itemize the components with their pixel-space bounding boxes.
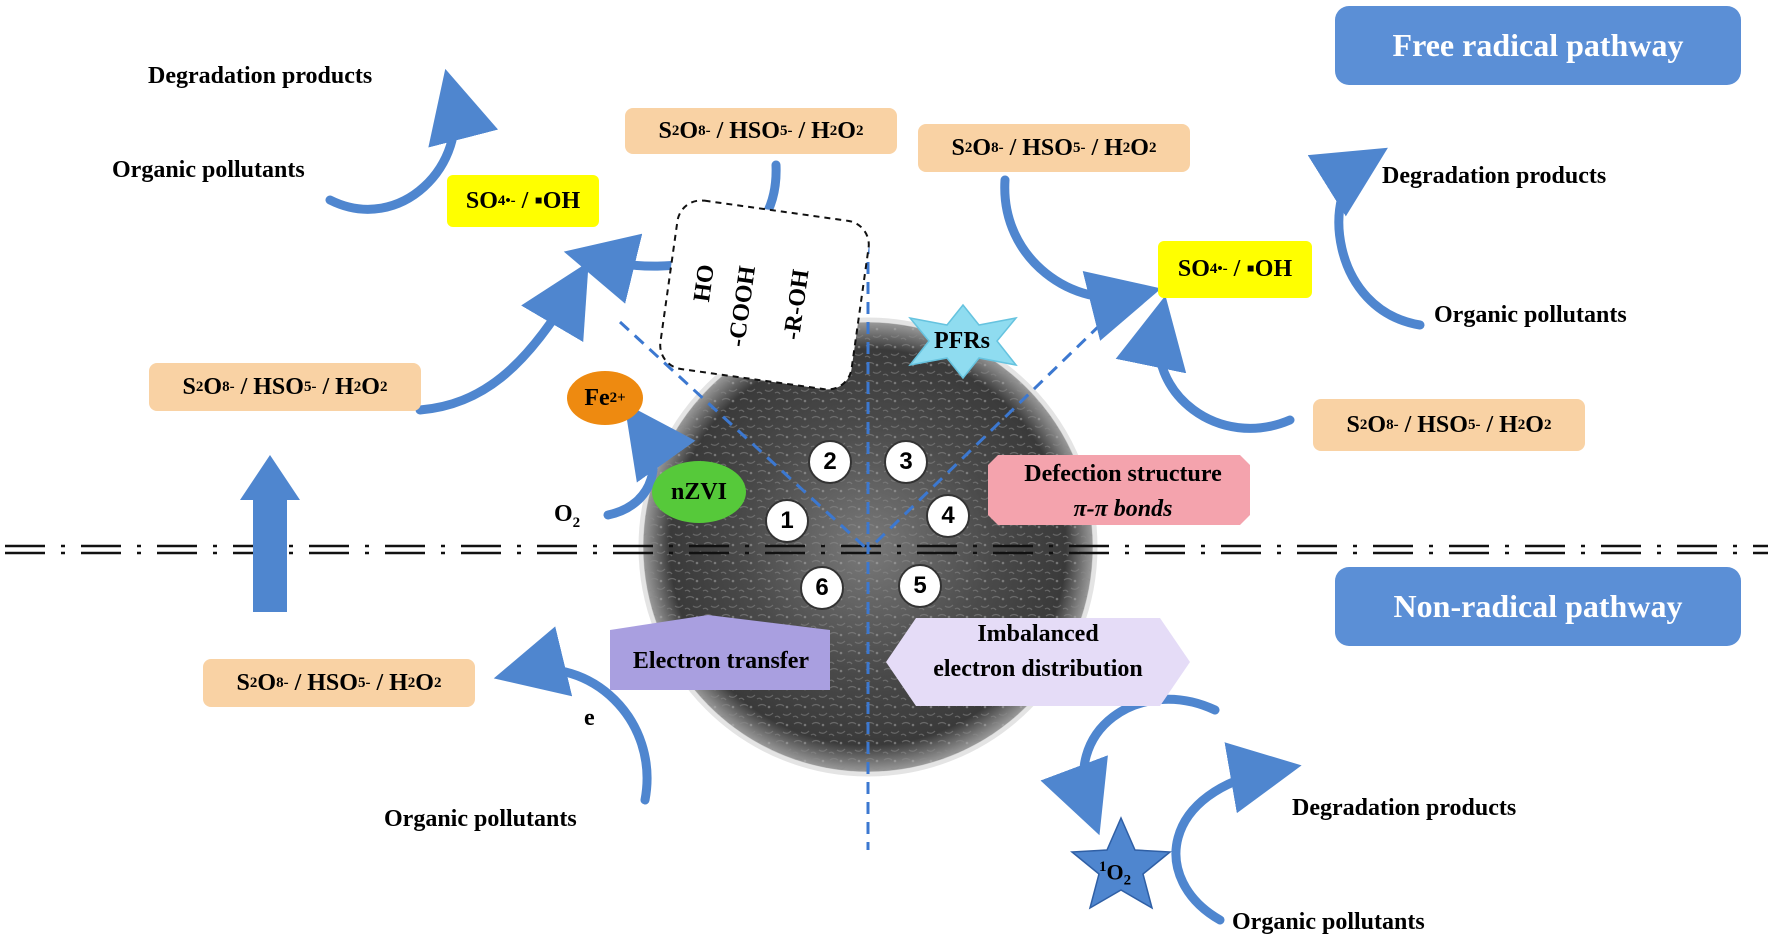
imbalanced-arrow-shape xyxy=(886,618,1190,706)
marker-6: 6 xyxy=(800,566,844,610)
degradation-products-topright: Degradation products xyxy=(1382,163,1607,189)
pfrs-label: PFRs xyxy=(934,328,990,354)
arrow-bottomright-pollutant-degradation xyxy=(1171,742,1302,925)
free-radical-pathway-label: Free radical pathway xyxy=(1335,6,1741,85)
arrow-bottomleft-electron xyxy=(493,626,652,805)
degradation-products-bottomright: Degradation products xyxy=(1292,795,1517,821)
marker-3: 3 xyxy=(884,440,928,484)
functional-group-ho: HO xyxy=(689,262,720,304)
electron-label: e xyxy=(584,705,595,731)
o2-label: O2 xyxy=(554,501,581,531)
defection-line2: π-π bonds xyxy=(1073,496,1173,522)
pathway-separator xyxy=(5,544,1768,555)
marker-1: 1 xyxy=(765,499,809,543)
organic-pollutants-topright: Organic pollutants xyxy=(1434,302,1627,328)
fe-oval xyxy=(567,371,643,425)
organic-pollutants-bottomleft: Organic pollutants xyxy=(384,806,577,832)
arrow-rightmid-oxidant-radical xyxy=(1115,295,1295,433)
flow-arrows xyxy=(325,68,1425,925)
nzvi-label: nZVI xyxy=(670,478,728,505)
defection-box xyxy=(988,455,1250,525)
imbalanced-line1: Imbalanced xyxy=(977,621,1099,647)
sector-lines xyxy=(618,242,1102,850)
organic-pollutants-topleft: Organic pollutants xyxy=(112,157,305,183)
functional-group-box xyxy=(659,199,870,391)
marker-2: 2 xyxy=(808,440,852,484)
nzvi-oval xyxy=(652,461,746,523)
organic-pollutants-bottomright: Organic pollutants xyxy=(1232,909,1425,935)
arrow-o2-fe xyxy=(603,403,696,520)
electron-transfer-shape xyxy=(610,615,830,690)
pfrs-star xyxy=(908,303,1018,380)
imbalanced-line2: electron distribution xyxy=(933,656,1143,682)
up-arrow xyxy=(240,455,300,612)
degradation-products-topleft: Degradation products xyxy=(148,63,373,89)
arrow-topright-oxidant-radical xyxy=(1000,175,1162,341)
singlet-oxygen-star xyxy=(1070,816,1172,910)
marker-4: 4 xyxy=(926,494,970,538)
arrow-bottomright-to-singlet xyxy=(1040,694,1220,836)
marker-5: 5 xyxy=(898,564,942,608)
arrow-leftmid-oxidant-radical xyxy=(415,261,589,415)
singlet-oxygen-label: 1O2 xyxy=(1099,859,1132,889)
electron-transfer-label: Electron transfer xyxy=(632,648,810,674)
non-radical-pathway-label: Non-radical pathway xyxy=(1335,567,1741,646)
arrow-topleft-pollutant-degradation xyxy=(325,68,499,214)
defection-line1: Defection structure xyxy=(1024,461,1222,487)
arrow-topright-pollutant-degradation xyxy=(1307,147,1425,330)
